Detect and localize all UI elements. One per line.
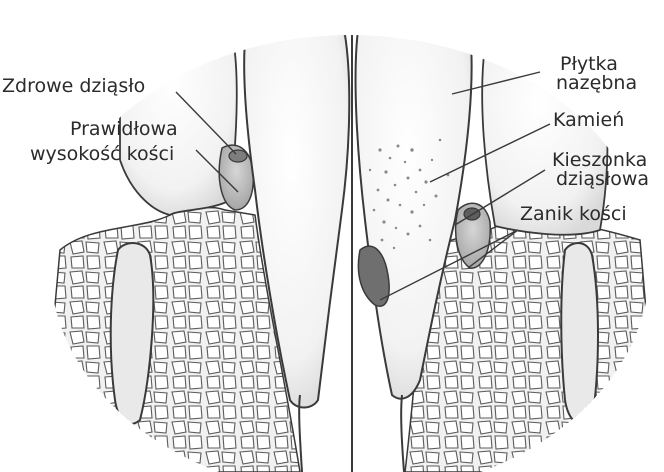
- label-bone-loss: Zanik kości: [520, 203, 627, 225]
- label-healthy-gum: Zdrowe dziąsło: [2, 75, 145, 97]
- label-calculus: Kamień: [553, 109, 624, 131]
- diseased-root-canal: [401, 395, 404, 472]
- label-gum-pocket-2: dziąsłowa: [556, 168, 649, 190]
- far-right-root: [561, 243, 598, 425]
- label-plaque-2: nazębna: [556, 72, 637, 94]
- left-bone-mass: [40, 207, 300, 472]
- healthy-gum-highlight: [229, 150, 247, 162]
- label-normal-bone-height-1: Prawidłowa: [70, 118, 178, 140]
- label-normal-bone-height-2: wysokość kości: [30, 143, 174, 165]
- left-neighbour-tooth: [120, 9, 237, 215]
